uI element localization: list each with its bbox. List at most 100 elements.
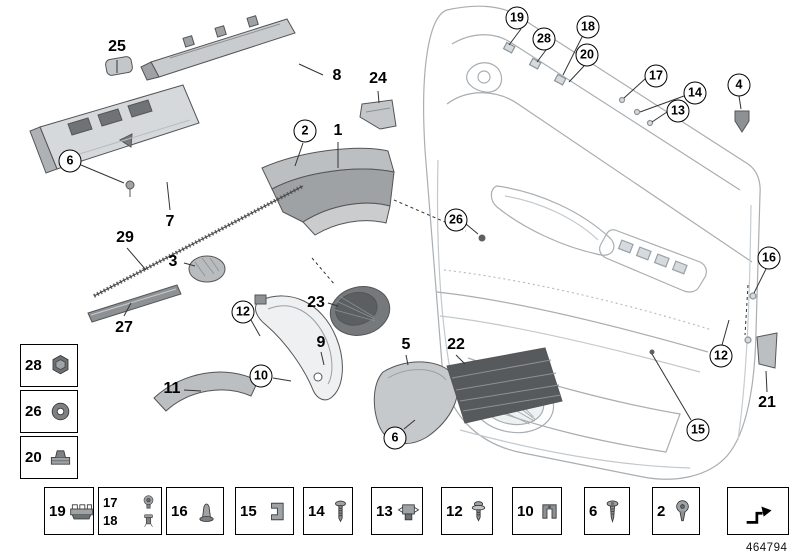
callout-29[interactable]: 29 xyxy=(116,229,134,246)
expanding-nut-icon xyxy=(144,514,153,527)
part-switch-trim-7 xyxy=(29,84,200,174)
legend-item-16[interactable]: 16 xyxy=(166,487,224,535)
leader-line xyxy=(568,65,585,83)
part-trim-11 xyxy=(153,371,259,412)
legend-row: 10 xyxy=(517,499,557,524)
part-clip-4 xyxy=(734,110,750,133)
callout-15[interactable]: 15 xyxy=(686,418,710,442)
callout-18[interactable]: 18 xyxy=(576,15,600,39)
mount-clip-icon xyxy=(50,450,71,465)
legend-item-13[interactable]: 13 xyxy=(371,487,423,535)
leader-line xyxy=(405,354,409,366)
callout-16[interactable]: 16 xyxy=(757,246,781,270)
part-seal-29 xyxy=(93,184,304,298)
legend-label-10: 10 xyxy=(517,502,534,520)
callout-6[interactable]: 6 xyxy=(58,149,82,173)
leader-line xyxy=(721,319,730,346)
round-screw-icon xyxy=(676,499,689,521)
legend-row: 20 xyxy=(25,445,73,470)
legend-item-15[interactable]: 15 xyxy=(235,487,294,535)
legend-label-28: 28 xyxy=(25,357,42,374)
legend-item-26[interactable]: 26 xyxy=(20,390,78,433)
leader-line xyxy=(455,354,466,365)
callout-8[interactable]: 8 xyxy=(332,67,342,84)
leader-line xyxy=(298,63,324,76)
legend-row: 13 xyxy=(376,499,419,524)
legend-item-19[interactable]: 19 xyxy=(44,487,94,535)
leader-line xyxy=(272,377,292,382)
leader-line xyxy=(250,319,261,337)
callout-5[interactable]: 5 xyxy=(401,336,411,353)
callout-20[interactable]: 20 xyxy=(575,43,599,67)
exploded-parts xyxy=(29,15,778,445)
legend-item-2[interactable]: 2 xyxy=(652,487,700,535)
legend-row: 16 xyxy=(171,499,219,524)
leader-lines-layer xyxy=(80,28,768,430)
part-bracket-9 xyxy=(254,294,343,401)
part-speaker-cover-23 xyxy=(329,286,391,336)
legend-item-20[interactable]: 20 xyxy=(20,436,78,479)
leader-line xyxy=(651,353,692,421)
callout-24[interactable]: 24 xyxy=(369,70,387,87)
leader-line xyxy=(403,419,416,430)
leader-line xyxy=(183,389,202,392)
part-insert-22 xyxy=(446,347,563,424)
callout-12[interactable]: 12 xyxy=(709,344,733,368)
rail-clip-icon xyxy=(69,503,93,519)
legend-item-28[interactable]: 28 xyxy=(20,344,78,387)
legend-label-17: 17 xyxy=(103,494,118,510)
callout-11[interactable]: 11 xyxy=(163,380,181,397)
push-clip-icon xyxy=(397,503,419,520)
leader-line xyxy=(465,223,479,235)
legend-item-12[interactable]: 12 xyxy=(441,487,493,535)
grommet-icon xyxy=(143,494,154,508)
callout-17[interactable]: 17 xyxy=(644,64,668,88)
callout-21[interactable]: 21 xyxy=(758,394,776,411)
callout-14[interactable]: 14 xyxy=(683,81,707,105)
part-cap-25 xyxy=(105,56,133,76)
clamp-icon xyxy=(271,502,284,520)
leader-line xyxy=(294,142,304,167)
leader-line xyxy=(126,247,147,271)
callout-19[interactable]: 19 xyxy=(505,6,529,30)
legend-item-14[interactable]: 14 xyxy=(303,487,353,535)
callout-26[interactable]: 26 xyxy=(444,208,468,232)
part-cap-3 xyxy=(188,255,226,283)
callout-23[interactable]: 23 xyxy=(307,294,325,311)
legend-label-20: 20 xyxy=(25,449,42,466)
leader-line xyxy=(753,268,767,294)
leader-line xyxy=(651,111,668,123)
callout-22[interactable]: 22 xyxy=(447,336,465,353)
callout-7[interactable]: 7 xyxy=(165,213,175,230)
callout-27[interactable]: 27 xyxy=(115,319,133,336)
buffer-icon xyxy=(199,503,214,522)
legend-row: 12 xyxy=(446,499,488,524)
diagram-direction-box[interactable] xyxy=(727,487,789,535)
callout-3[interactable]: 3 xyxy=(168,253,178,270)
legend-item-6[interactable]: 6 xyxy=(584,487,630,535)
part-screw-6 xyxy=(125,180,135,197)
callout-2[interactable]: 2 xyxy=(293,119,317,143)
direction-arrow-icon xyxy=(746,506,772,524)
legend-label-15: 15 xyxy=(240,502,257,520)
callout-12[interactable]: 12 xyxy=(231,300,255,324)
part-strip-27 xyxy=(87,284,182,323)
part-clip-24 xyxy=(359,99,397,130)
callout-25[interactable]: 25 xyxy=(108,38,126,55)
callout-28[interactable]: 28 xyxy=(532,27,556,51)
leader-line xyxy=(393,199,467,232)
callout-9[interactable]: 9 xyxy=(316,334,326,351)
legend-row: 6 xyxy=(589,499,625,524)
callout-6[interactable]: 6 xyxy=(383,426,407,450)
legend-item-10[interactable]: 10 xyxy=(512,487,562,535)
callout-4[interactable]: 4 xyxy=(727,73,751,97)
callout-13[interactable]: 13 xyxy=(666,99,690,123)
leader-line xyxy=(536,49,547,63)
callout-10[interactable]: 10 xyxy=(249,364,273,388)
legend-row: 19 xyxy=(49,499,93,524)
callout-1[interactable]: 1 xyxy=(333,122,343,139)
legend-row: 26 xyxy=(25,399,73,424)
